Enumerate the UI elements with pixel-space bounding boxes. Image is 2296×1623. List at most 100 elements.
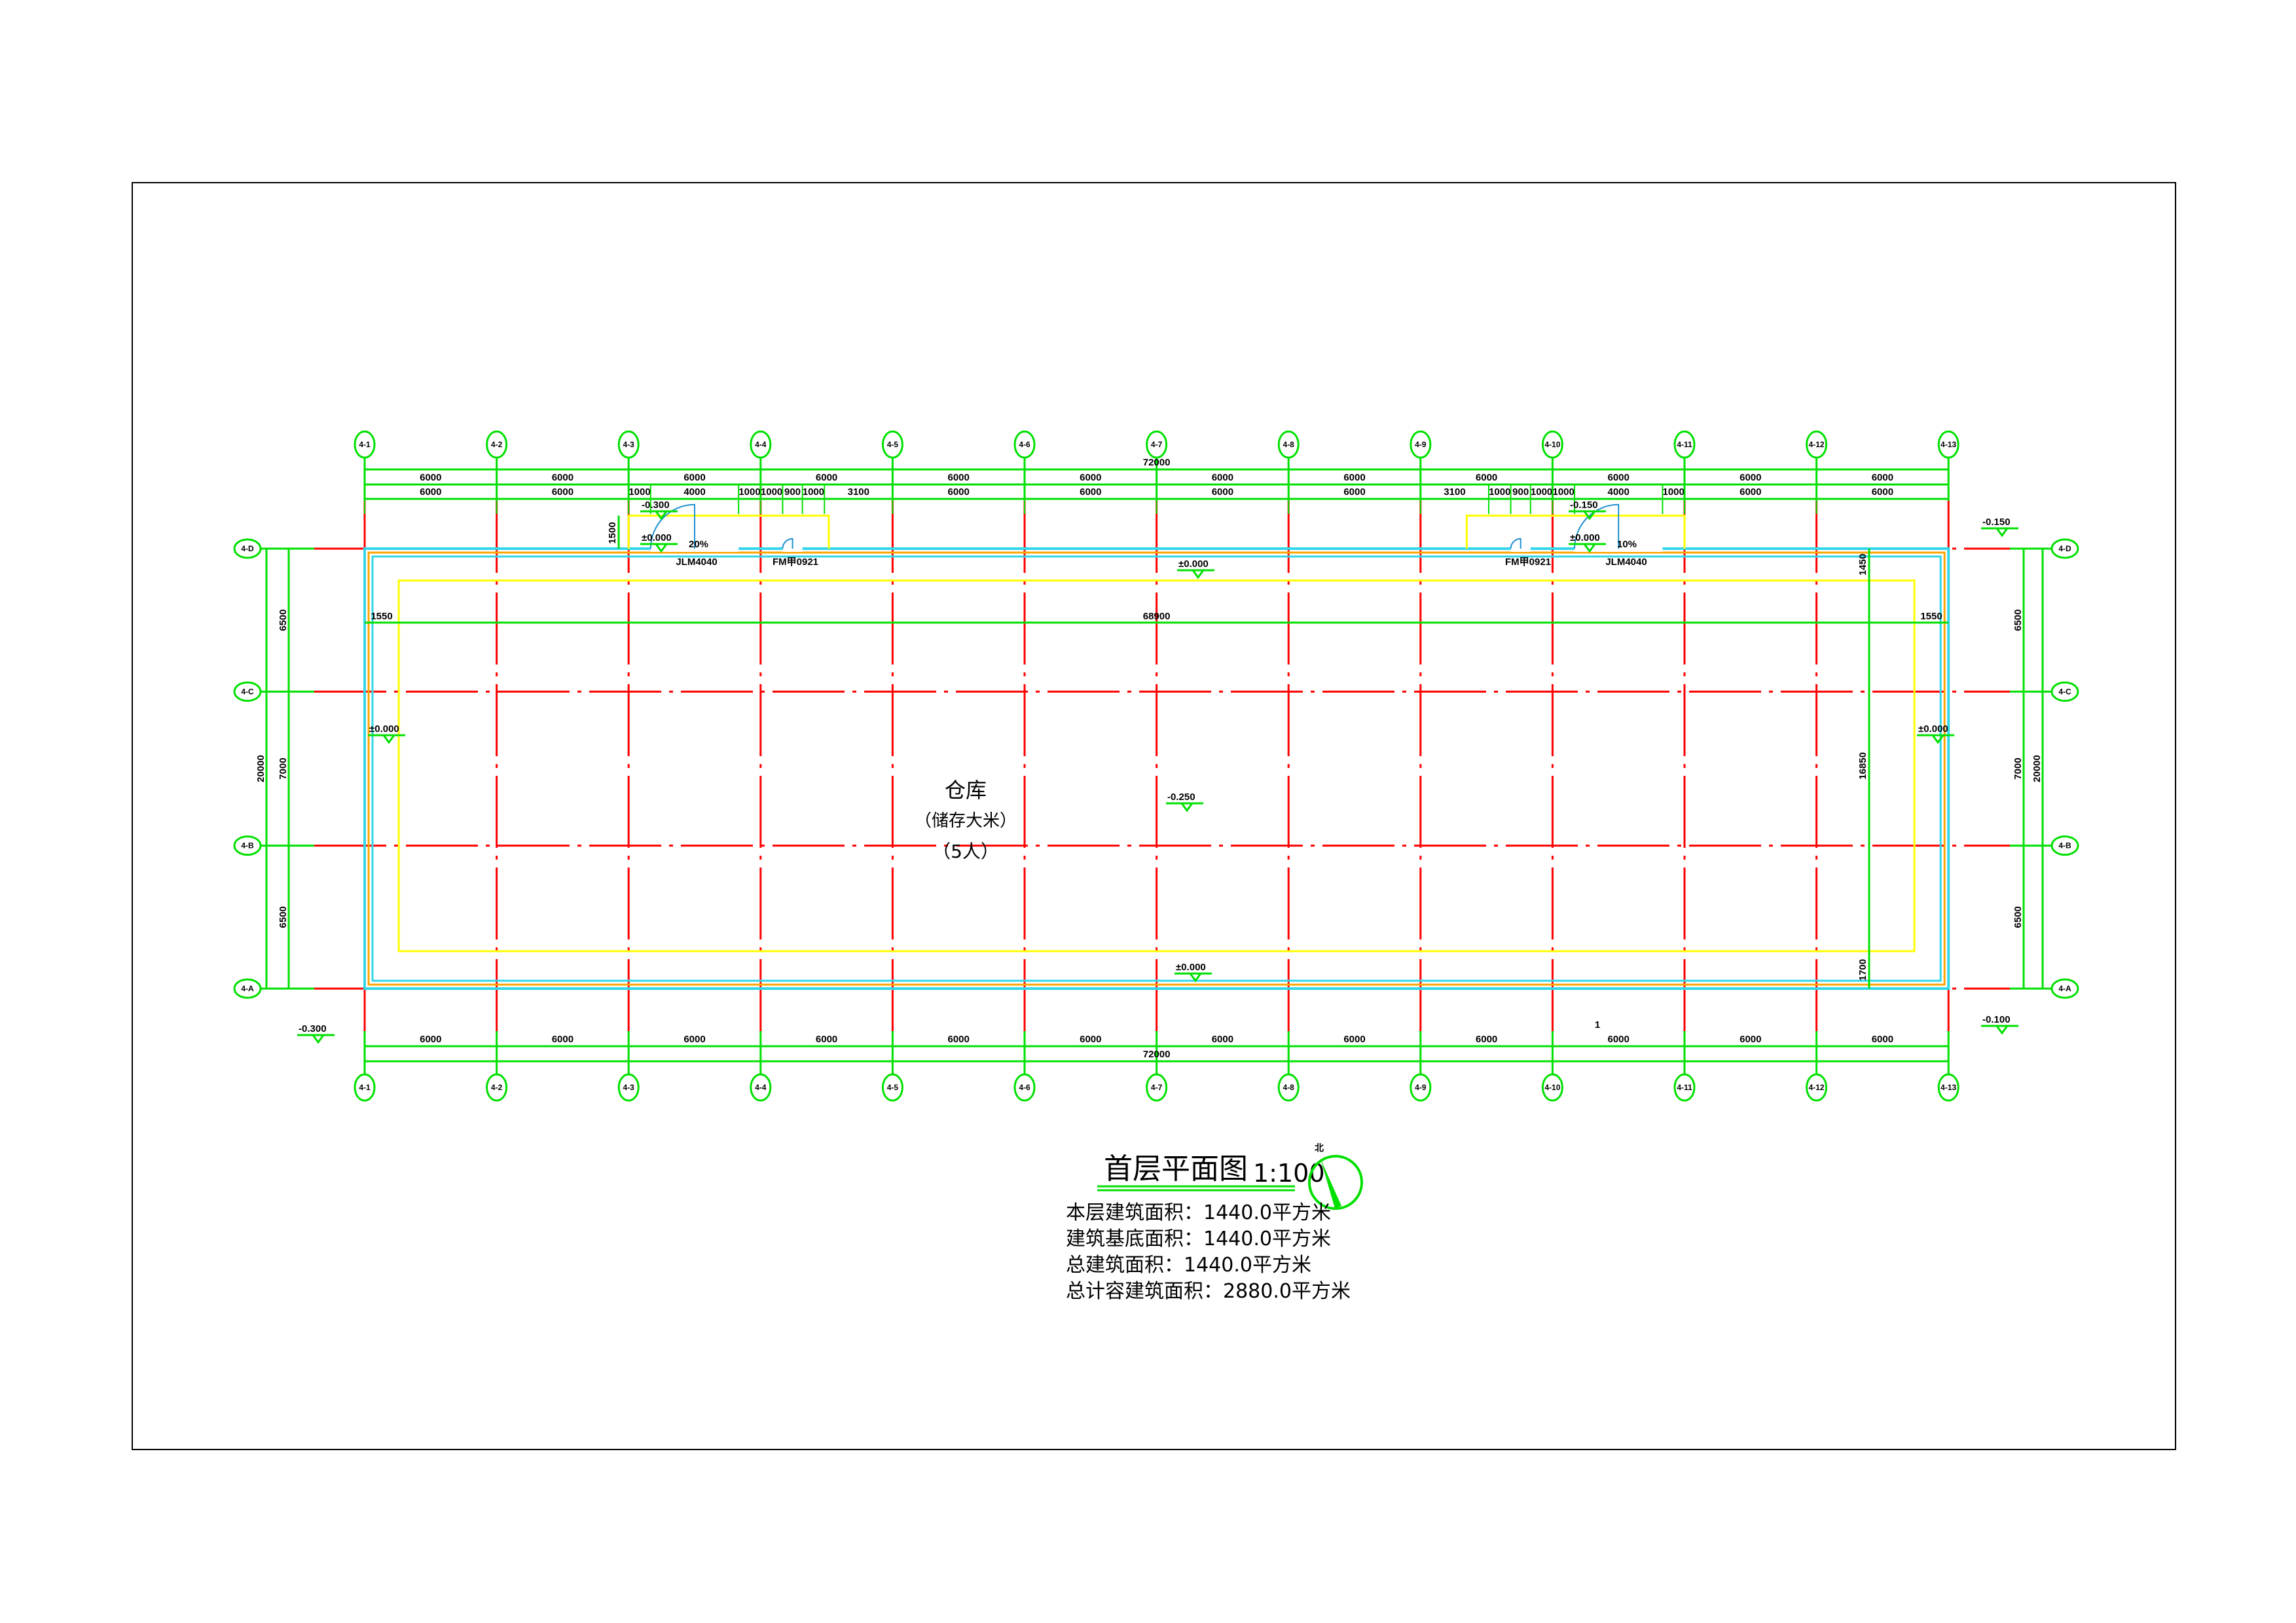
axis-bubble — [1673, 1073, 1696, 1102]
rolling-door-right-opening — [1575, 547, 1663, 552]
dim-inner-width: 68900 — [1143, 611, 1171, 622]
axis-bubble — [1806, 430, 1828, 459]
axis-bubble — [1146, 1073, 1168, 1102]
axis-label-top: 4-2 — [491, 440, 503, 449]
axis-bubble — [1541, 1073, 1563, 1102]
axis-label-top: 4-10 — [1544, 440, 1560, 449]
dim-bottom: 6000 — [683, 1034, 705, 1045]
axis-bubble — [1410, 430, 1432, 459]
axis-label-left: 4-D — [241, 544, 254, 553]
dim-top-row2: 1000 — [1531, 486, 1552, 498]
axis-bubble — [617, 1073, 640, 1102]
elevation-center-top: ±0.000 — [1178, 558, 1209, 570]
dim-bottom: 6000 — [1872, 1034, 1893, 1045]
dim-top-row1: 6000 — [816, 472, 837, 483]
axis-label-left: 4-C — [241, 687, 254, 696]
axis-label-top: 4-4 — [755, 440, 767, 449]
interior-wall — [371, 555, 1942, 982]
dim-right-total: 20000 — [2032, 755, 2043, 782]
dim-top-row1: 6000 — [1608, 472, 1630, 483]
dim-right-part: 7000 — [2013, 757, 2024, 779]
door-swing-icon — [782, 538, 793, 549]
axis-label-top: 4-1 — [359, 440, 371, 449]
drawing-title: 首层平面图 — [1104, 1152, 1248, 1186]
axis-label-bottom: 4-12 — [1809, 1083, 1825, 1092]
north-arrow-icon — [1308, 1155, 1363, 1210]
axis-label-right: 4-B — [2058, 841, 2071, 850]
inner-boundary — [397, 579, 1916, 953]
dim-bottom: 6000 — [1608, 1034, 1630, 1045]
elevation-triangle-icon — [1583, 511, 1596, 520]
dim-bottom: 6000 — [1740, 1034, 1761, 1045]
canopy-right — [1465, 515, 1686, 549]
drawing-scale: 1:100 — [1253, 1159, 1325, 1188]
dim-right-part: 6500 — [2013, 906, 2024, 928]
elevation-triangle-icon — [1995, 528, 2009, 538]
axis-bubble — [233, 978, 262, 999]
dim-top-row2: 6000 — [1343, 486, 1365, 498]
dim-bottom: 6000 — [552, 1034, 574, 1045]
dim-top-total: 72000 — [1143, 457, 1171, 468]
dim-top-row2: 4000 — [1608, 486, 1630, 498]
axis-label-bottom: 4-9 — [1415, 1083, 1427, 1092]
dim-left-part: 7000 — [278, 757, 289, 779]
dim-top-row2: 6000 — [1740, 486, 1761, 498]
axis-bubble — [354, 1073, 376, 1102]
dim-top-row2: 4000 — [683, 486, 705, 498]
dim-top-row1: 6000 — [1740, 472, 1761, 483]
axis-label-top: 4-3 — [623, 440, 635, 449]
rolling-door-left-opening — [650, 547, 739, 552]
elevation-right-canopy-inner: ±0.000 — [1570, 532, 1600, 543]
dim-top-row2: 6000 — [1872, 486, 1893, 498]
axis-label-bottom: 4-3 — [623, 1083, 635, 1092]
axis-label-bottom: 4-4 — [755, 1083, 767, 1092]
dim-top-row1: 6000 — [1080, 472, 1101, 483]
axis-label-top: 4-7 — [1151, 440, 1163, 449]
axis-label-right: 4-D — [2058, 544, 2071, 553]
elevation-left-side: ±0.000 — [369, 723, 399, 735]
dim-top-row2: 6000 — [1212, 486, 1233, 498]
stat-floor-area: 本层建筑面积：1440.0平方米 — [1066, 1201, 1331, 1224]
dim-left-part: 6500 — [278, 610, 289, 631]
slope-right: 10% — [1617, 539, 1637, 550]
axis-bubble — [1541, 430, 1563, 459]
dim-top-row2: 6000 — [420, 486, 441, 498]
door-tag-left-fire: FM甲0921 — [773, 556, 818, 568]
axis-bubble — [233, 538, 262, 559]
dim-top-row2: 1000 — [1663, 486, 1685, 498]
door-swing-icon — [1510, 538, 1522, 549]
axis-bubble — [881, 1073, 903, 1102]
dim-inner-height: 16850 — [1857, 752, 1868, 780]
elevation-left-canopy-inner: ±0.000 — [642, 532, 672, 543]
exterior-wall — [363, 547, 1950, 990]
axis-label-bottom: 4-7 — [1151, 1083, 1163, 1092]
axis-bubble — [2050, 978, 2079, 999]
elevation-triangle-icon — [312, 1034, 325, 1044]
door-tag-right-fire: FM甲0921 — [1505, 556, 1551, 568]
dim-inner-top: 1450 — [1857, 554, 1868, 575]
dim-top-row1: 6000 — [683, 472, 705, 483]
room-use: （储存大米） — [915, 811, 1017, 831]
dim-top-row2: 6000 — [1080, 486, 1101, 498]
wall-line — [367, 551, 1946, 986]
stat-base-area: 建筑基底面积：1440.0平方米 — [1066, 1228, 1331, 1250]
canopy-left — [627, 515, 830, 549]
axis-bubble — [1410, 1073, 1432, 1102]
dim-top-row2: 1000 — [803, 486, 824, 498]
axis-label-bottom: 4-8 — [1283, 1083, 1295, 1092]
dim-top-row1: 6000 — [1212, 472, 1233, 483]
axis-bubble — [617, 430, 640, 459]
elevation-triangle-icon — [1189, 973, 1202, 983]
elevation-triangle-icon — [382, 735, 395, 744]
dim-top-row1: 6000 — [420, 472, 441, 483]
axis-label-left: 4-B — [241, 841, 254, 850]
dim-bottom: 6000 — [420, 1034, 441, 1045]
elevation-right-top: -0.150 — [1982, 517, 2011, 528]
axis-bubble — [233, 681, 262, 702]
elevation-triangle-icon — [1931, 735, 1944, 744]
stat-total-area: 总建筑面积：1440.0平方米 — [1066, 1254, 1311, 1277]
elevation-right-side: ±0.000 — [1918, 723, 1948, 735]
axis-label-top: 4-13 — [1941, 440, 1956, 449]
